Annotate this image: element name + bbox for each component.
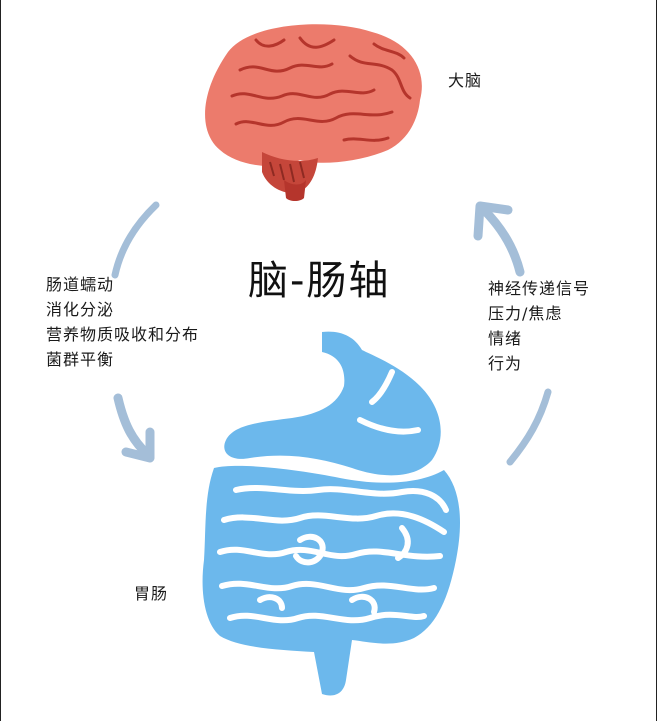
right-effects-list: 神经传递信号 压力/焦虑 情绪 行为 <box>488 276 590 376</box>
curved-arrow-down-left <box>111 201 160 463</box>
right-item: 情绪 <box>488 329 523 348</box>
right-item: 行为 <box>488 354 523 373</box>
gut-label: 胃肠 <box>134 584 169 603</box>
left-item: 肠道蠕动 <box>46 275 115 294</box>
brain-icon <box>205 24 422 201</box>
left-item: 营养物质吸收和分布 <box>46 325 200 344</box>
left-item: 消化分泌 <box>46 300 115 319</box>
right-item: 神经传递信号 <box>488 279 591 298</box>
curved-arrow-up-right <box>473 201 552 466</box>
gut-icon <box>202 331 460 696</box>
left-item: 菌群平衡 <box>46 350 115 369</box>
right-item: 压力/焦虑 <box>488 304 563 323</box>
left-effects-list: 肠道蠕动 消化分泌 营养物质吸收和分布 菌群平衡 <box>46 272 199 372</box>
diagram-title: 脑-肠轴 <box>248 258 391 304</box>
brain-label: 大脑 <box>448 71 483 90</box>
